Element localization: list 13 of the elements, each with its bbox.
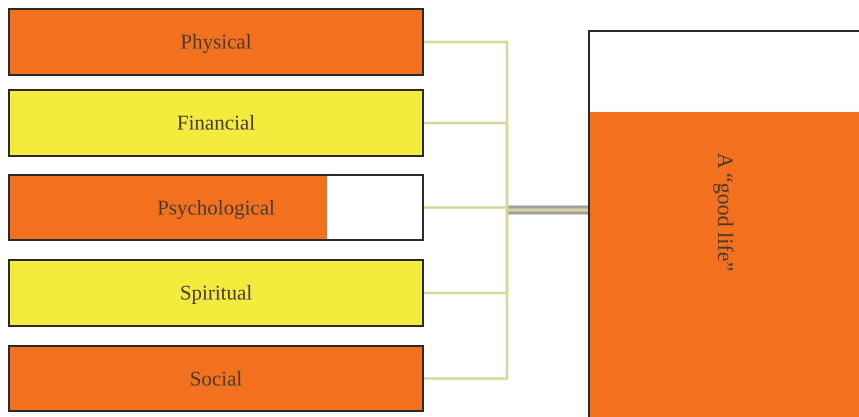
bar-box [8, 174, 424, 241]
outcome-label: A “good life” [712, 152, 738, 272]
bar-label: Spiritual [178, 280, 254, 306]
bar-box [8, 259, 424, 327]
connector-line [424, 208, 588, 380]
outcome-box [588, 30, 859, 417]
bar-box [8, 8, 424, 76]
bar-box [8, 89, 424, 157]
bar-label: Psychological [156, 195, 276, 220]
bar-label: Social [188, 366, 244, 391]
bar-box [8, 345, 424, 412]
bar-label: Physical [179, 30, 253, 54]
bar-label: Financial [176, 110, 256, 136]
